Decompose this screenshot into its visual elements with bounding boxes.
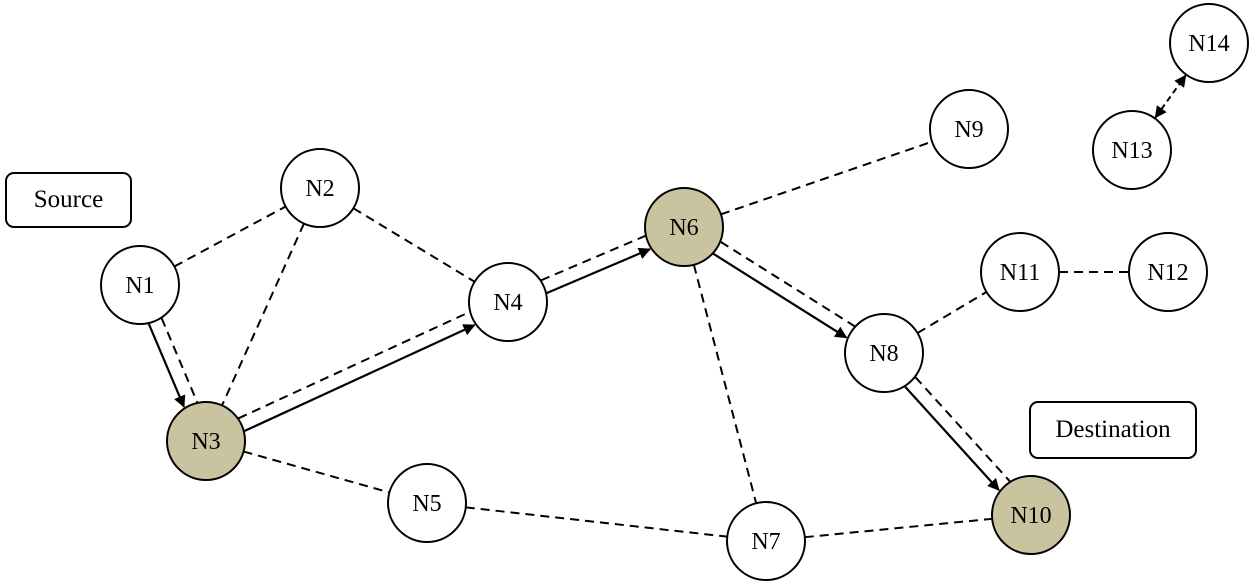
link-n7-n10: [804, 517, 993, 539]
node-n8: N8: [844, 313, 924, 393]
link-n4-n6: [540, 234, 646, 282]
link-n1-n3: [160, 317, 199, 403]
link-n5-n7: [465, 506, 728, 538]
node-label: N13: [1111, 138, 1152, 164]
node-circle: [1092, 110, 1172, 190]
route-arrow-n6-n8: [712, 252, 848, 339]
node-label: N14: [1188, 31, 1229, 57]
link-n1-n2: [173, 205, 287, 268]
node-circle: [929, 89, 1009, 169]
node-n7: N7: [726, 501, 806, 581]
links-layer: [160, 140, 1129, 539]
node-label: N11: [1000, 260, 1040, 286]
node-circle: [280, 148, 360, 228]
link-n6-n9: [720, 140, 933, 216]
link-n6-n8: [720, 241, 856, 328]
route-arrow-n4-n6: [546, 247, 651, 295]
node-label: N7: [751, 529, 780, 555]
node-label: N4: [493, 290, 522, 316]
node-circle: [166, 401, 246, 481]
node-label: N5: [412, 491, 441, 517]
node-circle: [644, 187, 724, 267]
node-label: N10: [1010, 503, 1051, 529]
source-label: Source: [5, 172, 132, 228]
route-arrow-n3-n4: [243, 324, 476, 433]
node-circle: [844, 313, 924, 393]
link-n2-n3: [221, 223, 305, 406]
node-n12: N12: [1128, 232, 1208, 312]
node-label: N6: [669, 215, 698, 241]
node-label: N3: [191, 429, 220, 455]
node-label: N8: [869, 341, 898, 367]
link-n3-n5: [243, 450, 390, 494]
link-n3-n4: [238, 311, 471, 420]
route-arrows-layer: [147, 74, 1187, 491]
node-label: N12: [1147, 260, 1188, 286]
node-circle: [726, 501, 806, 581]
node-n1: N1: [100, 245, 180, 325]
node-n11: N11: [980, 232, 1060, 312]
node-label: N9: [954, 117, 983, 143]
node-circle: [1128, 232, 1208, 312]
node-label: N1: [125, 273, 154, 299]
link-n8-n10: [914, 376, 1011, 483]
node-circle: [468, 262, 548, 342]
node-circle: [991, 475, 1071, 555]
node-n2: N2: [280, 148, 360, 228]
node-label: N2: [305, 176, 334, 202]
link-n2-n4: [352, 207, 476, 283]
link-n8-n11: [916, 291, 988, 334]
node-circle: [387, 463, 467, 543]
node-n3: N3: [166, 401, 246, 481]
link-n6-n7: [692, 264, 758, 504]
route-arrow-n1-n3: [147, 323, 186, 408]
node-circle: [1169, 3, 1249, 83]
node-n9: N9: [929, 89, 1009, 169]
bidirectional-arrow-n13-n14: [1154, 74, 1187, 119]
node-n14: N14: [1169, 3, 1249, 83]
node-n10: N10: [991, 475, 1071, 555]
node-n5: N5: [387, 463, 467, 543]
node-circle: [980, 232, 1060, 312]
node-n4: N4: [468, 262, 548, 342]
node-n6: N6: [644, 187, 724, 267]
node-n13: N13: [1092, 110, 1172, 190]
node-circle: [100, 245, 180, 325]
route-arrow-n8-n10: [904, 385, 1000, 491]
destination-label: Destination: [1029, 401, 1197, 459]
